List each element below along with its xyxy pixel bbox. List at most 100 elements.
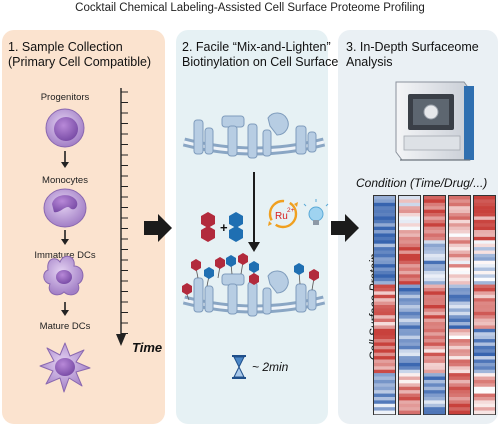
heatmap-cell [449,308,470,313]
heatmap-cell [399,294,420,299]
heatmap-cell [424,376,445,381]
heatmap-cell [374,216,395,221]
heatmap-cell [374,403,395,408]
panel1-title-line1: 1. Sample Collection [8,40,123,54]
heatmap-cell [449,311,470,316]
heatmap-cell [474,281,495,285]
heatmap-cell [399,352,420,357]
heatmap-cell [399,243,420,248]
heatmap-cell [449,270,470,275]
heatmap-cell [399,308,420,313]
panel3-title-line2: Analysis [346,55,393,69]
heatmap-cell [474,230,495,234]
heatmap-cell [424,301,445,306]
heatmap-cell [449,243,470,248]
heatmap-cell [399,335,420,340]
heatmap-cell [449,267,470,272]
heatmap-cell [399,325,420,330]
heatmap-cell [449,250,470,255]
heatmap-cell [374,376,395,381]
heatmap-cell [374,243,395,248]
heatmap-cell [474,403,495,408]
heatmap-cell [374,393,395,398]
heatmap-cell [374,369,395,374]
heatmap-cell [374,274,395,279]
heatmap-cell [399,349,420,353]
heatmap-cell [424,342,445,347]
heatmap-cell [374,396,395,401]
heatmap-cell [424,322,445,326]
heatmap-cell [474,209,495,214]
heatmap-cell [424,247,445,251]
heatmap-cell [449,287,470,292]
heatmap-cell [449,396,470,401]
ruthenium-catalyst-icon: Ru 2+ [268,199,298,229]
heatmap-cell [424,202,445,207]
heatmap [373,195,496,415]
heatmap-cell [474,376,495,381]
heatmap-cell [374,325,395,330]
heatmap-cell [474,362,495,367]
heatmap-cell [474,359,495,364]
heatmap-cell [399,369,420,374]
heatmap-cell [399,356,420,360]
heatmap-cell [474,206,495,210]
heatmap-cell [474,390,495,394]
heatmap-cell [449,322,470,326]
arrow-down-2 [61,230,69,245]
heatmap-cell [399,236,420,241]
heatmap-cell [449,403,470,408]
heatmap-cell [399,407,420,411]
heatmap-cell [399,267,420,272]
heatmap-cell [374,322,395,326]
heatmap-cell [449,240,470,244]
heatmap-cell [449,359,470,364]
heatmap-cell [449,199,470,204]
heatmap-cell [449,342,470,347]
heatmap-cell [424,396,445,401]
time-axis-ruler [116,88,128,346]
heatmap-cell [424,257,445,262]
heatmap-cell [399,270,420,275]
heatmap-cell [374,335,395,340]
heatmap-cell [474,332,495,336]
heatmap-cell [474,219,495,224]
heatmap-cell [399,216,420,221]
heatmap-cell [449,390,470,394]
heatmap-cell [424,298,445,302]
heatmap-cell [424,305,445,309]
heatmap-cell [374,233,395,238]
heatmap-cell [474,356,495,360]
heatmap-cell [424,264,445,268]
heatmap-cell [474,315,495,319]
heatmap-cell [374,230,395,234]
heatmap-cell [399,383,420,388]
heatmap-cell [474,233,495,238]
heatmap-cell [399,284,420,289]
heatmap-cell [424,410,445,415]
heatmap-cell [424,383,445,388]
cell-monocyte [43,188,87,228]
heatmap-cell [474,264,495,268]
heatmap-cell [399,396,420,401]
heatmap-cell [374,240,395,244]
heatmap-cell [399,390,420,394]
heatmap-cell [474,196,495,200]
condition-label: Condition (Time/Drug/...) [356,176,488,190]
heatmap-cell [424,315,445,319]
heatmap-cell [449,233,470,238]
heatmap-cell [424,216,445,221]
heatmap-cell [424,390,445,394]
heatmap-cell [424,223,445,227]
heatmap-cell [474,342,495,347]
hourglass-icon [232,355,246,379]
cell-progenitor [45,108,85,148]
panel2-title-line2: Biotinylation on Cell Surface [182,55,339,69]
heatmap-cell [474,277,495,282]
heatmap-cell [474,250,495,255]
heatmap-cell [474,260,495,265]
heatmap-cell [399,366,420,371]
heatmap-cell [424,400,445,405]
heatmap-cell [374,199,395,204]
